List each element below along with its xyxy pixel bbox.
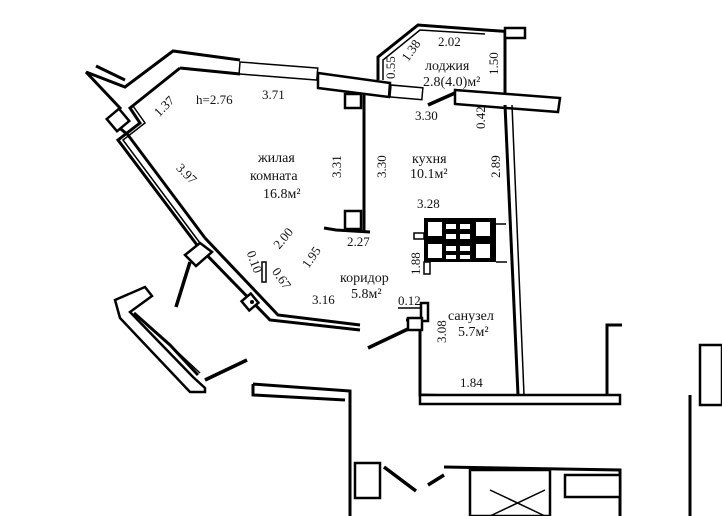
dim-label: 1.88	[408, 252, 423, 275]
room-area: 10.1м²	[410, 167, 448, 182]
dim-label: 2.00	[270, 225, 296, 252]
dim-label: 3.30	[415, 108, 438, 123]
dim-label: 3.30	[374, 155, 389, 178]
dim-label: 3.28	[417, 196, 440, 211]
room-name: санузел	[448, 309, 494, 324]
wall-block	[418, 393, 622, 406]
dim-label: 3.16	[312, 292, 335, 307]
wall-block	[453, 88, 562, 114]
room-name: лоджия	[425, 59, 470, 74]
room-area: 2.8(4.0)м²	[423, 75, 480, 90]
stove-icon	[413, 218, 496, 275]
window	[389, 84, 424, 101]
window	[238, 61, 319, 81]
dim-label: 3.71	[262, 87, 285, 102]
dim-label: 3.97	[173, 160, 200, 187]
room-name: комната	[250, 169, 298, 184]
dim-label: 0.12	[398, 293, 421, 308]
dim-label: 0.42	[473, 106, 488, 129]
room-name: кухня	[412, 152, 447, 167]
dim-label: 1.38	[398, 37, 423, 64]
wall-block	[316, 71, 392, 99]
dim-label: 2.89	[488, 155, 503, 178]
dim-label: 0.55	[383, 56, 398, 79]
dim-label: 1.50	[486, 52, 501, 75]
room-name: жилая	[257, 151, 295, 166]
column	[104, 106, 132, 134]
dim-label: 0.10	[244, 248, 266, 275]
dim-label: 3.31	[329, 155, 344, 178]
dim-label: 1.84	[460, 375, 483, 390]
walls	[84, 23, 722, 516]
dim-label: 0.67	[269, 265, 295, 293]
room-name: коридор	[340, 271, 389, 286]
ceiling-height: h=2.76	[196, 92, 233, 107]
dim-label: 1.37	[151, 92, 178, 119]
dim-label: 1.95	[299, 244, 324, 271]
dim-label: 2.02	[438, 34, 461, 49]
dim-label: 3.08	[434, 320, 449, 343]
dim-label: 2.27	[347, 234, 370, 249]
room-area: 16.8м²	[263, 187, 301, 202]
room-area: 5.8м²	[351, 287, 382, 302]
room-area: 5.7м²	[458, 325, 489, 340]
